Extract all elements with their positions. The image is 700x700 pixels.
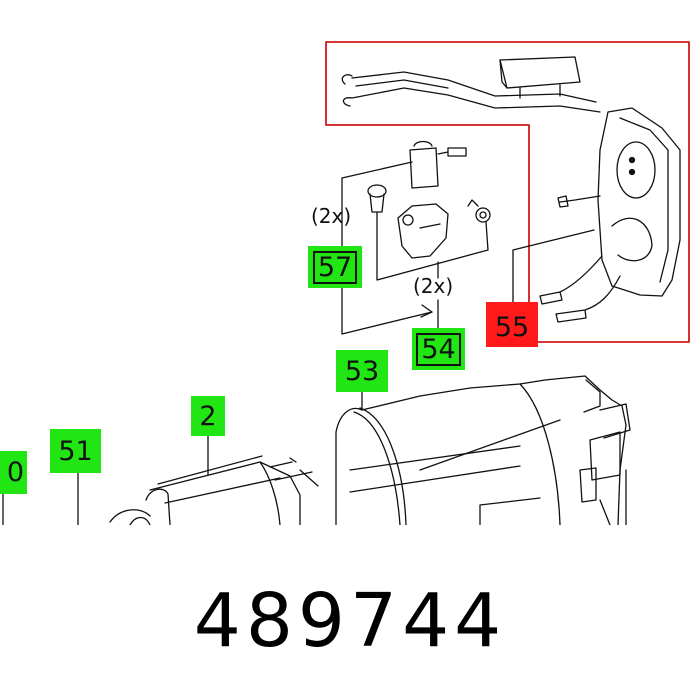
highlight-outline [325, 41, 690, 343]
quantity-54: (2x) [413, 274, 454, 298]
suppressor-block [499, 56, 581, 99]
callout-54-label: 54 [416, 332, 461, 366]
callout-50[interactable]: 0 [0, 451, 27, 494]
callout-53[interactable]: 53 [336, 350, 388, 392]
callout-53-label: 53 [344, 355, 380, 387]
callout-57-label: 57 [312, 250, 358, 284]
callout-51[interactable]: 51 [50, 429, 101, 473]
motor-housing [335, 375, 631, 525]
callout-55-label: 55 [494, 312, 530, 343]
wire-harness [341, 71, 601, 113]
leader-57 [341, 161, 433, 335]
brush-spring [467, 199, 491, 223]
callout-2[interactable]: 2 [191, 396, 225, 436]
parts-line-drawing [2, 41, 690, 525]
callout-51-label: 51 [58, 435, 93, 467]
brush-holder [397, 203, 449, 259]
rivet-pin [367, 184, 387, 213]
quantity-57: (2x) [311, 204, 352, 228]
stator [109, 455, 319, 525]
callout-54[interactable]: 54 [412, 328, 465, 370]
electronic-module [539, 107, 681, 323]
part-number: 489744 [193, 578, 507, 664]
callout-55[interactable]: 55 [486, 302, 538, 347]
callout-57[interactable]: 57 [308, 246, 362, 288]
callout-50-label: 0 [6, 457, 24, 488]
callout-2-label: 2 [199, 400, 217, 432]
leader-55 [512, 229, 595, 303]
leader-rivet [376, 211, 489, 281]
carbon-brush [409, 140, 467, 189]
